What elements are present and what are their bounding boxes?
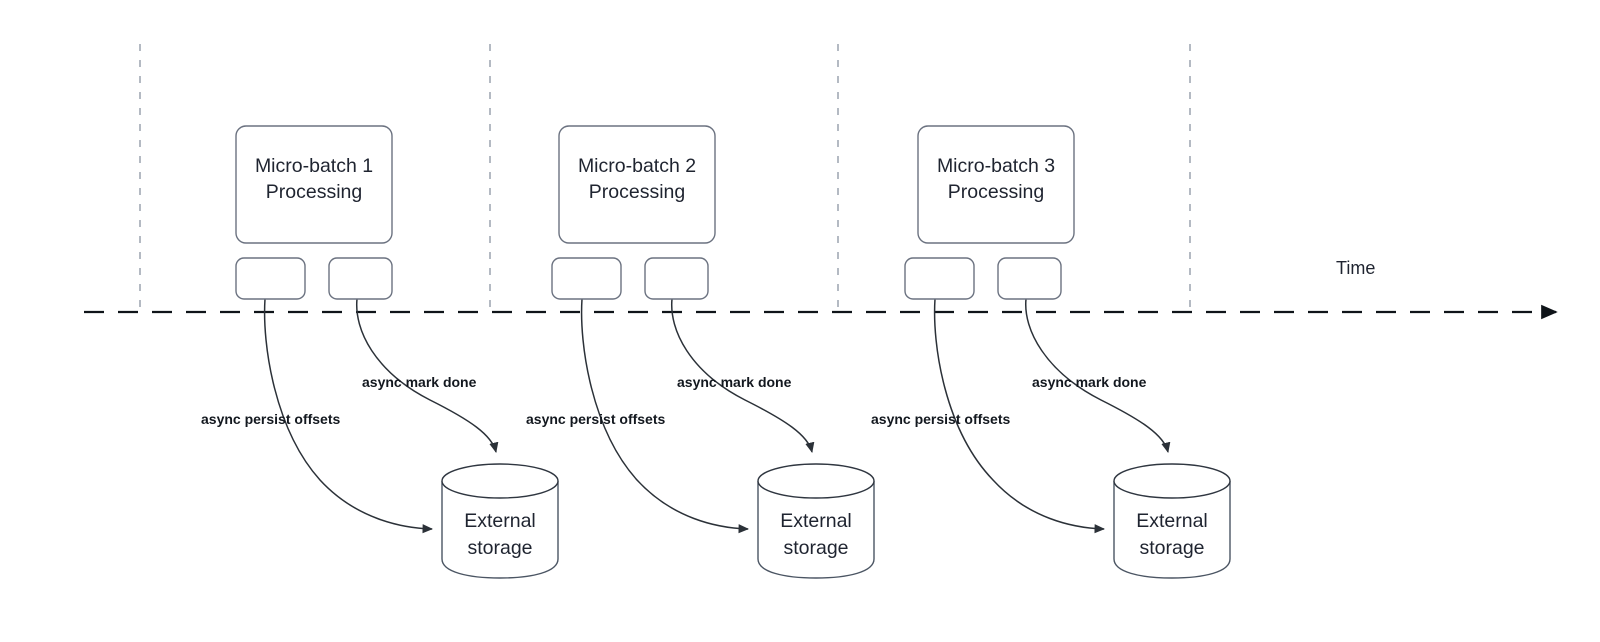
task-box-persist-3[interactable] [904,257,975,300]
task-box-mark-2[interactable] [644,257,709,300]
storage-3-label-line1: External [1136,510,1208,532]
batch-box-3[interactable] [917,125,1075,244]
edge-label-persist-offsets-3: async persist offsets [871,411,1010,427]
edge-label-persist-offsets-1: async persist offsets [201,411,340,427]
storage-3-label-line2: storage [1139,537,1204,559]
edge-label-mark-done-3: async mark done [1032,374,1147,390]
edge-label-persist-offsets-2: async persist offsets [526,411,665,427]
storage-cylinder-2[interactable] [757,463,875,579]
task-box-persist-2[interactable] [551,257,622,300]
batch-box-1-label-line2: Processing [266,181,362,203]
storage-2-label-line2: storage [783,537,848,559]
task-box-mark-3[interactable] [997,257,1062,300]
edge-persist-offsets-1 [263,298,434,534]
edge-label-mark-done-2: async mark done [677,374,792,390]
edge-persist-offsets-2 [580,298,750,534]
task-box-mark-1[interactable] [328,257,393,300]
batch-box-1[interactable] [235,125,393,244]
edge-mark-done-1 [356,298,499,454]
edge-mark-done-3 [1025,298,1171,454]
batch-box-3-label-line1: Micro-batch 3 [937,155,1055,177]
timeline-axis-label: Time [1336,258,1375,278]
batch-box-3-label-line2: Processing [948,181,1044,203]
batch-box-2[interactable] [558,125,716,244]
timeline-tick-guides [139,44,1191,312]
storage-1-label-line1: External [464,510,536,532]
storage-cylinder-3[interactable] [1113,463,1231,579]
batch-box-2-label-line1: Micro-batch 2 [578,155,696,177]
group-1: Micro-batch 1 Processing External storag… [201,125,559,579]
edge-persist-offsets-3 [933,298,1106,534]
task-box-persist-1[interactable] [235,257,306,300]
group-3: Micro-batch 3 Processing External storag… [871,125,1231,579]
edge-label-mark-done-1: async mark done [362,374,477,390]
storage-1-label-line2: storage [467,537,532,559]
storage-cylinder-1[interactable] [441,463,559,579]
batch-box-1-label-line1: Micro-batch 1 [255,155,373,177]
edge-mark-done-2 [671,298,815,454]
group-2: Micro-batch 2 Processing External storag… [526,125,875,579]
batch-box-2-label-line2: Processing [589,181,685,203]
storage-2-label-line1: External [780,510,852,532]
